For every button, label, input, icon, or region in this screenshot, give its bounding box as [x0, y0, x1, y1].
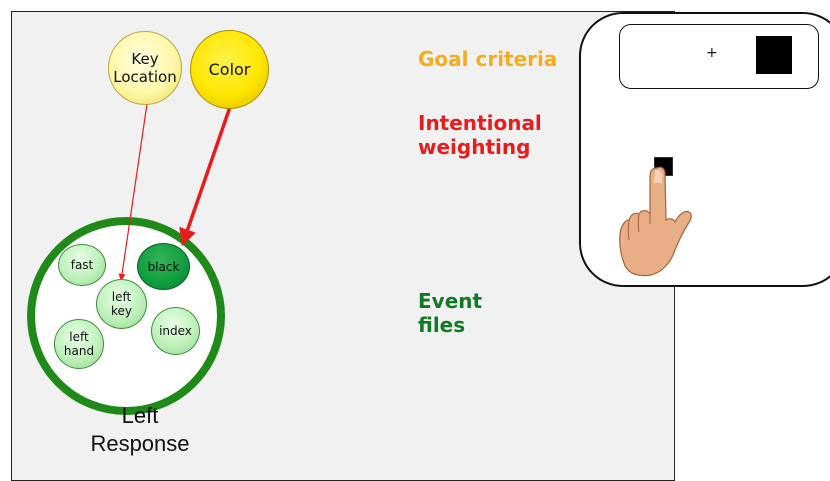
- feature-black-node: black: [137, 243, 190, 290]
- goal-color-node: Color: [190, 30, 269, 109]
- stimulus-card: +: [579, 12, 830, 287]
- stimulus-screen: +: [619, 24, 819, 89]
- left-response-label: Left Response: [90, 403, 190, 456]
- key-location-weight-arrow: [118, 103, 148, 282]
- color-weight-arrow: [179, 106, 232, 247]
- goal-color-label: Color: [208, 60, 251, 79]
- feature-left-key-node: left key: [96, 279, 147, 329]
- feature-index-node: index: [151, 307, 200, 355]
- feature-fast-node: fast: [58, 244, 106, 286]
- black-target-square: [756, 36, 792, 74]
- feature-left-hand-label: left hand: [63, 330, 95, 358]
- goal-key-location-node: Key Location: [108, 31, 182, 105]
- goal-key-location-label: Key Location: [113, 50, 177, 86]
- event-files-label: Event files: [418, 289, 483, 337]
- intentional-weighting-label: Intentional weighting: [418, 111, 542, 159]
- goal-criteria-label: Goal criteria: [418, 47, 558, 71]
- fixation-cross: +: [706, 45, 718, 61]
- feature-black-label: black: [147, 259, 180, 274]
- feature-fast-label: fast: [70, 258, 94, 272]
- feature-left-hand-node: left hand: [54, 319, 104, 369]
- feature-left-key-label: left key: [110, 290, 132, 318]
- feature-index-label: index: [159, 324, 192, 338]
- pointing-hand-icon: [619, 166, 692, 277]
